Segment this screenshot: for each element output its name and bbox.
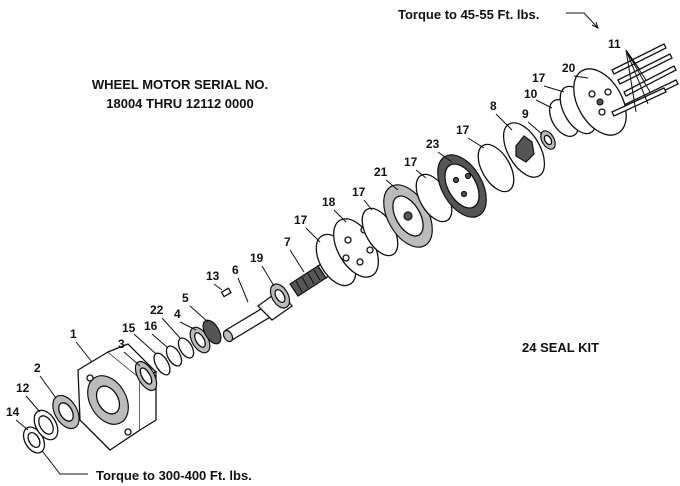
callout-10: 10 (524, 87, 538, 101)
seal-kit-note: 24 SEAL KIT (522, 340, 599, 355)
callout-6: 6 (232, 263, 239, 277)
part-8-rotor-plate (502, 122, 546, 178)
part-3-seal (134, 360, 158, 392)
part-13-key (220, 287, 232, 298)
callout-19: 19 (250, 251, 264, 265)
callout-15: 15 (122, 321, 136, 335)
part-17-oring-d (477, 143, 515, 193)
callout-17-e: 17 (532, 71, 546, 85)
part-1-housing (77, 343, 158, 451)
callout-22: 22 (150, 303, 164, 317)
part-22-ring (177, 337, 195, 359)
callout-2: 2 (34, 361, 41, 375)
callout-3: 3 (118, 337, 125, 351)
callout-20: 20 (562, 61, 576, 75)
callout-23: 23 (426, 137, 440, 151)
callout-8: 8 (490, 99, 497, 113)
part-23-rotor-set (437, 154, 487, 218)
callout-13: 13 (206, 269, 220, 283)
callout-9: 9 (522, 107, 529, 121)
part-9-seal (540, 130, 556, 150)
callout-5: 5 (182, 291, 189, 305)
callout-21: 21 (374, 165, 388, 179)
torque-top-leader (566, 12, 599, 29)
part-2-bearing (52, 394, 80, 430)
callout-18: 18 (322, 195, 336, 209)
torque-top-arrowhead (591, 21, 599, 29)
torque-note-top: Torque to 45-55 Ft. lbs. (398, 7, 539, 22)
part-5-washer (202, 319, 222, 345)
part-14-nut (22, 426, 46, 454)
callout-17-c: 17 (404, 155, 418, 169)
callout-4: 4 (174, 307, 181, 321)
callout-11: 11 (608, 37, 621, 51)
callout-17-a: 17 (294, 213, 308, 227)
callout-7: 7 (284, 235, 291, 249)
callout-1: 1 (70, 327, 77, 341)
part-16-ring (165, 345, 183, 367)
part-12-washer (33, 409, 59, 441)
torque-note-bottom: Torque to 300-400 Ft. lbs. (96, 468, 252, 483)
part-20-end-cover (573, 68, 627, 136)
callout-14: 14 (6, 405, 20, 419)
title-line-2: 18004 THRU 12112 0000 (106, 96, 253, 111)
callout-12: 12 (16, 381, 30, 395)
callouts: 1 2 3 4 5 6 7 8 9 10 11 12 13 14 15 16 1… (6, 37, 621, 431)
title-line-1: WHEEL MOTOR SERIAL NO. (92, 77, 268, 92)
part-11-bolts (611, 43, 679, 117)
callout-17-d: 17 (456, 123, 470, 137)
callout-17-b: 17 (352, 185, 366, 199)
torque-bottom-leader (39, 447, 88, 475)
callout-16: 16 (144, 319, 158, 333)
